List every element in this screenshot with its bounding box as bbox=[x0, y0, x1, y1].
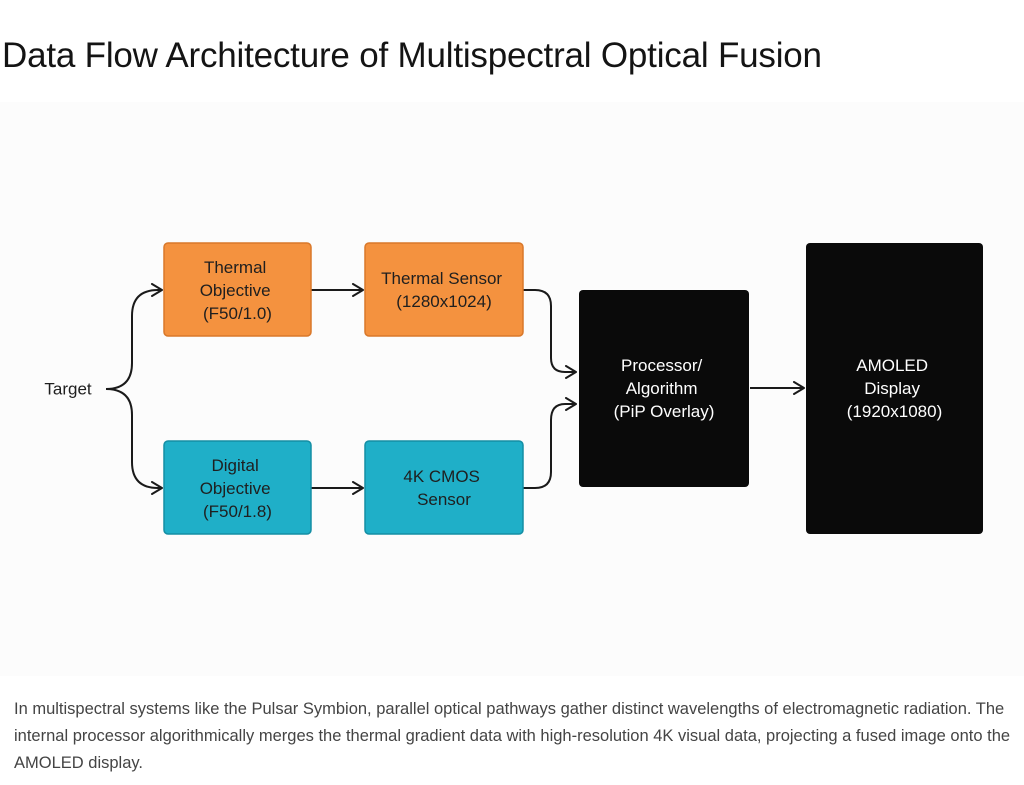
edge-cmos-sensor-to-processor bbox=[523, 397, 577, 489]
node-thermal-sensor: Thermal Sensor (1280x1024) bbox=[364, 242, 524, 337]
node-thermal-objective-label: Thermal Objective (F50/1.0) bbox=[200, 258, 276, 323]
node-processor: Processor/ Algorithm (PiP Overlay) bbox=[579, 290, 749, 487]
edge-target-to-thermal-objective bbox=[105, 283, 163, 390]
node-digital-objective-label: Digital Objective (F50/1.8) bbox=[200, 456, 276, 521]
edge-thermal-sensor-to-processor bbox=[523, 289, 577, 379]
node-processor-label: Processor/ Algorithm (PiP Overlay) bbox=[614, 356, 715, 421]
node-label-line: Objective bbox=[200, 479, 271, 498]
node-label-line: Display bbox=[864, 379, 920, 398]
node-label-line: Sensor bbox=[417, 490, 471, 509]
node-display: AMOLED Display (1920x1080) bbox=[806, 243, 983, 534]
node-label-line: (1280x1024) bbox=[396, 292, 491, 311]
node-label-line: Thermal bbox=[204, 258, 266, 277]
edges bbox=[105, 283, 805, 495]
node-cmos-sensor-label: 4K CMOS Sensor bbox=[403, 467, 484, 509]
node-thermal-sensor-box bbox=[364, 242, 524, 337]
node-cmos-sensor: 4K CMOS Sensor bbox=[364, 440, 524, 535]
diagram-caption: In multispectral systems like the Pulsar… bbox=[14, 700, 1011, 772]
node-thermal-sensor-label: Thermal Sensor (1280x1024) bbox=[381, 269, 507, 311]
node-digital-objective-box bbox=[163, 440, 312, 535]
node-processor-box bbox=[579, 290, 749, 487]
node-label-line: Thermal Sensor bbox=[381, 269, 502, 288]
node-label-line: Algorithm bbox=[626, 379, 698, 398]
node-thermal-objective: Thermal Objective (F50/1.0) bbox=[163, 242, 312, 337]
node-thermal-objective-box bbox=[163, 242, 312, 337]
node-display-label: AMOLED Display (1920x1080) bbox=[847, 356, 942, 421]
node-label-line: AMOLED bbox=[856, 356, 928, 375]
node-label-line: Processor/ bbox=[621, 356, 703, 375]
node-label-line: (F50/1.0) bbox=[203, 304, 272, 323]
node-label-line: Digital bbox=[212, 456, 259, 475]
edge-target-to-digital-objective bbox=[105, 388, 163, 495]
node-label-line: (F50/1.8) bbox=[203, 502, 272, 521]
node-digital-objective: Digital Objective (F50/1.8) bbox=[163, 440, 312, 535]
node-label-line: 4K CMOS bbox=[403, 467, 480, 486]
node-cmos-sensor-box bbox=[364, 440, 524, 535]
target-label: Target bbox=[44, 380, 92, 399]
node-label-line: (1920x1080) bbox=[847, 402, 942, 421]
node-label-line: (PiP Overlay) bbox=[614, 402, 715, 421]
node-display-box bbox=[806, 243, 983, 534]
node-label-line: Objective bbox=[200, 281, 271, 300]
page-title: Data Flow Architecture of Multispectral … bbox=[2, 36, 822, 75]
